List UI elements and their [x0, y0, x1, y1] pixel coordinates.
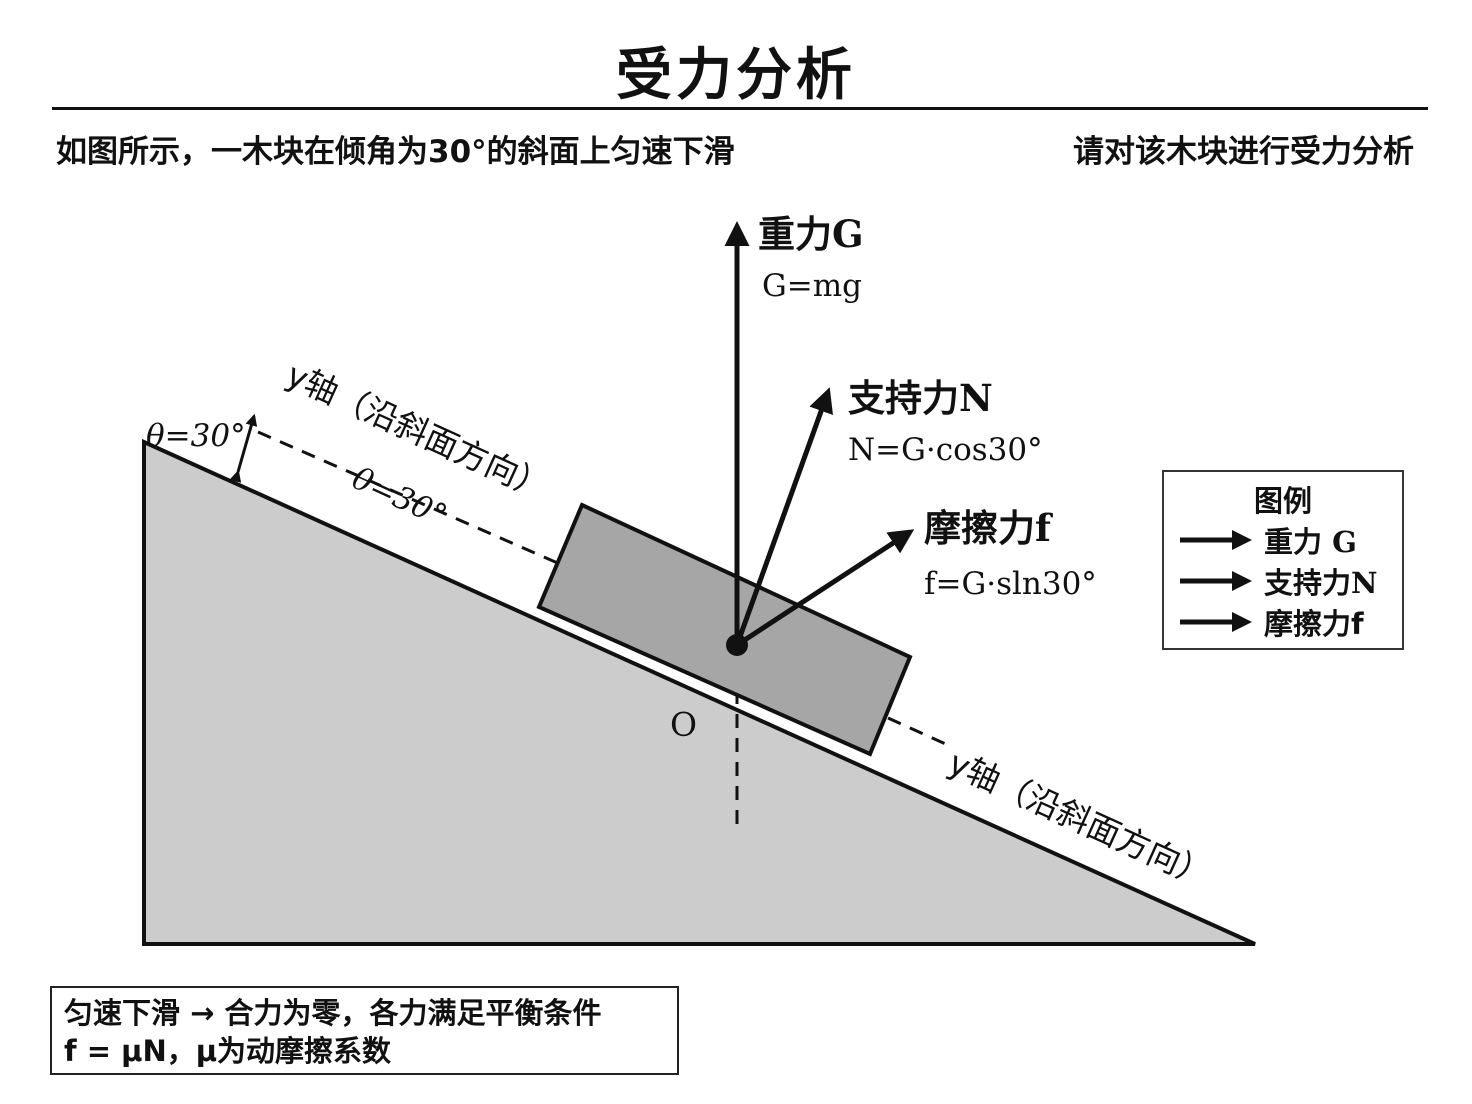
friction-force-label: 摩擦力f — [924, 506, 1053, 550]
legend-label-gravity: 重力 G — [1264, 525, 1357, 559]
legend-arrow-icon — [1180, 612, 1252, 632]
legend-label-friction: 摩擦力f — [1264, 607, 1364, 641]
angle-label-corner: θ=30° — [146, 418, 246, 454]
application-point — [726, 634, 748, 656]
gravity-label: 重力G — [758, 212, 864, 256]
legend-item-friction: 摩擦力f — [1178, 604, 1364, 641]
axis-label-upper: y轴（沿斜面方向） — [281, 355, 555, 508]
gravity-formula: G=mg — [762, 268, 862, 304]
angle-label-axis: θ=30° — [347, 461, 453, 535]
normal-force-arrow — [734, 387, 833, 646]
friction-force-formula: f=G·sln30° — [924, 566, 1097, 602]
problem-statement: 如图所示，一木块在倾角为30°的斜面上匀速下滑 — [56, 134, 735, 170]
legend-box: 图例 重力 G 支持力N 摩擦力f — [1162, 470, 1404, 650]
legend-label-normal: 支持力N — [1264, 566, 1378, 600]
legend-item-normal: 支持力N — [1178, 563, 1378, 600]
origin-label: O — [670, 705, 697, 744]
axis-line-lower — [887, 716, 951, 748]
axis-line-upper — [257, 430, 561, 566]
normal-force-label: 支持力N — [848, 376, 993, 420]
friction-force-arrow — [735, 529, 915, 648]
normal-force-formula: N=G·cos30° — [848, 432, 1043, 468]
page-title: 受力分析 — [616, 43, 856, 108]
note-line-1: 匀速下滑 → 合力为零，各力满足平衡条件 — [64, 996, 602, 1030]
incline-surface — [142, 438, 1256, 946]
legend-item-gravity: 重力 G — [1178, 522, 1357, 559]
task-statement: 请对该木块进行受力分析 — [1073, 134, 1414, 170]
legend-title: 图例 — [1253, 484, 1312, 518]
note-box: 匀速下滑 → 合力为零，各力满足平衡条件 f = μN，μ为动摩擦系数 — [50, 986, 679, 1075]
title-divider — [52, 107, 1428, 110]
legend-arrow-icon — [1180, 530, 1252, 550]
angle-indicator-arrow — [229, 413, 258, 483]
note-line-2: f = μN，μ为动摩擦系数 — [64, 1034, 392, 1068]
legend-arrow-icon — [1180, 571, 1252, 591]
